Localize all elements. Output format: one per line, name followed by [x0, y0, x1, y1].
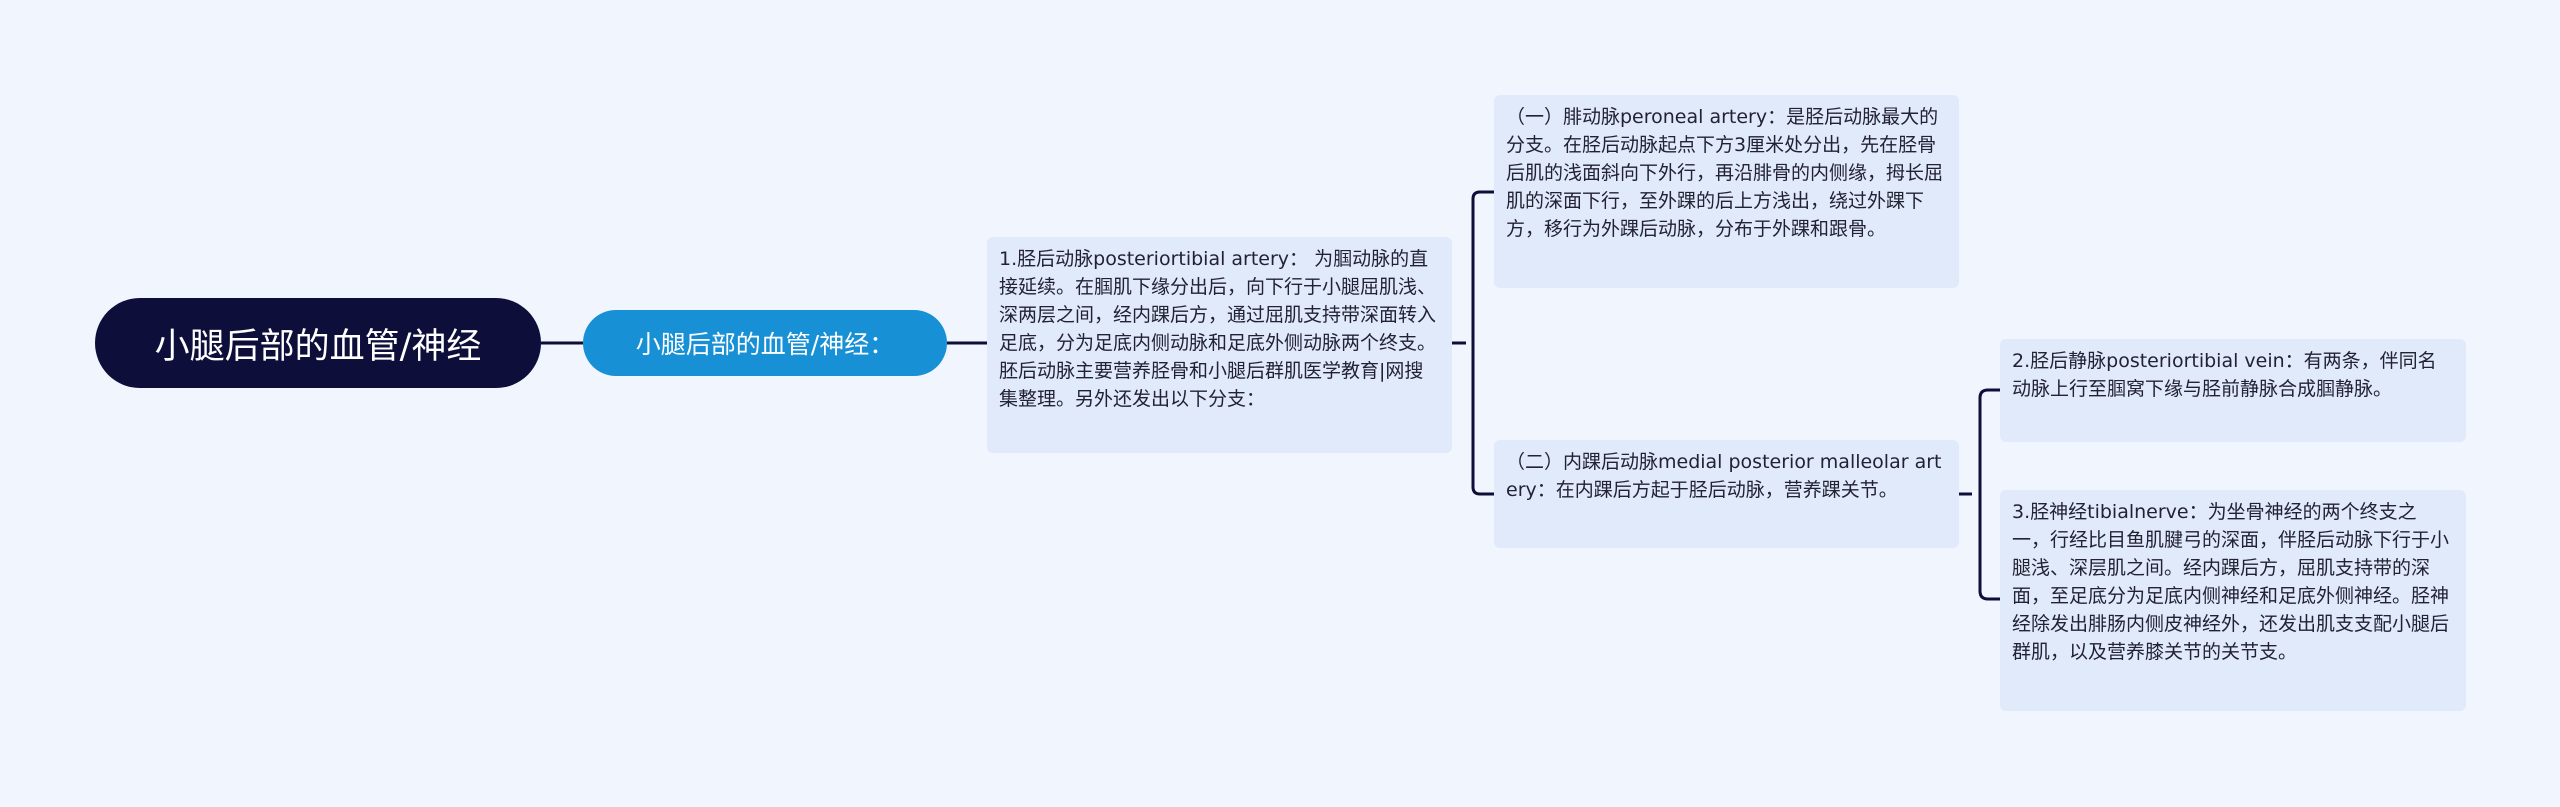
leaf-tibial-vein-node[interactable]: 2.胫后静脉posteriortibial vein：有两条，伴同名动脉上行至腘… — [2000, 339, 2466, 442]
leaf-tibial-nerve-text: 3.胫神经tibialnerve：为坐骨神经的两个终支之一，行经比目鱼肌腱弓的深… — [2012, 501, 2450, 663]
leaf-tibial-vein-text: 2.胫后静脉posteriortibial vein：有两条，伴同名动脉上行至腘… — [2012, 350, 2437, 400]
root-label: 小腿后部的血管/神经 — [154, 326, 482, 367]
level1-label: 小腿后部的血管/神经： — [635, 330, 895, 359]
root-node[interactable]: 小腿后部的血管/神经 — [95, 298, 541, 388]
sub-branch-peroneal-text: （一）腓动脉peroneal artery：是胫后动脉最大的分支。在胫后动脉起点… — [1506, 106, 1944, 240]
leaf-tibial-nerve-node[interactable]: 3.胫神经tibialnerve：为坐骨神经的两个终支之一，行经比目鱼肌腱弓的深… — [2000, 490, 2466, 711]
level1-node[interactable]: 小腿后部的血管/神经： — [583, 310, 947, 376]
sub-branch-peroneal-node[interactable]: （一）腓动脉peroneal artery：是胫后动脉最大的分支。在胫后动脉起点… — [1494, 95, 1959, 288]
main-branch-node[interactable]: 1.胫后动脉posteriortibial artery： 为腘动脉的直接延续。… — [987, 237, 1452, 453]
sub-branch-malleolar-text: （二）内踝后动脉medial posterior malleolar arter… — [1506, 451, 1942, 501]
connector-main-to-subbranches — [1452, 190, 1494, 496]
main-branch-text: 1.胫后动脉posteriortibial artery： 为腘动脉的直接延续。… — [999, 248, 1437, 410]
connector-subbranch-to-leaves — [1959, 388, 2000, 601]
sub-branch-malleolar-node[interactable]: （二）内踝后动脉medial posterior malleolar arter… — [1494, 440, 1959, 548]
